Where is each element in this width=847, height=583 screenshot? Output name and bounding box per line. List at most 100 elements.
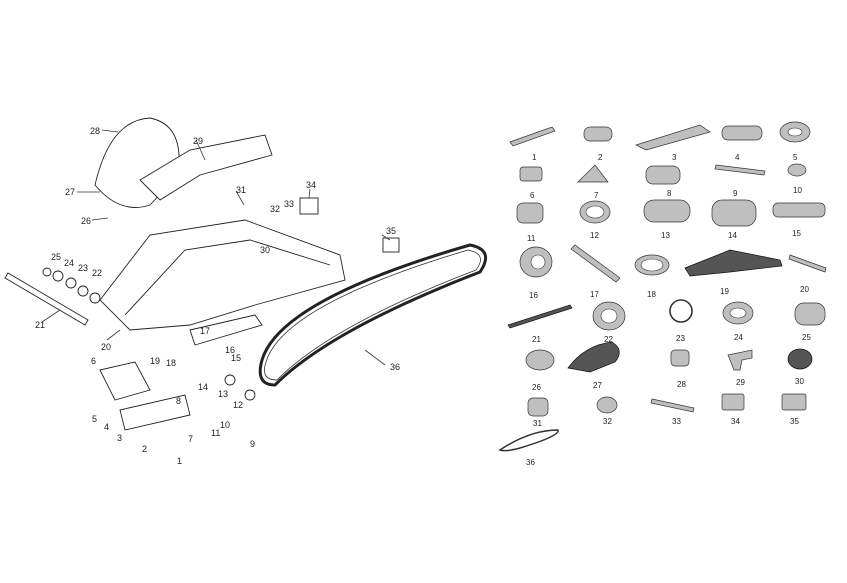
catalog-item-1: 1 bbox=[509, 126, 556, 162]
drive-chain-inner bbox=[264, 249, 481, 381]
svg-text:21: 21 bbox=[532, 335, 541, 344]
callout-32: 32 bbox=[270, 204, 280, 214]
callout-16: 16 bbox=[225, 345, 235, 355]
swingarm-inner bbox=[124, 239, 331, 316]
svg-text:6: 6 bbox=[530, 191, 535, 200]
callout-3: 3 bbox=[117, 433, 122, 443]
catalog-item-14: 14 bbox=[711, 199, 757, 240]
catalog-item-13: 13 bbox=[643, 199, 691, 240]
svg-text:8: 8 bbox=[667, 189, 672, 198]
callout-21: 21 bbox=[35, 320, 45, 330]
catalog-item-36: 36 bbox=[498, 429, 559, 467]
catalog-item-20: 20 bbox=[788, 254, 827, 294]
svg-text:12: 12 bbox=[590, 231, 599, 240]
catalog-item-5: 5 bbox=[779, 121, 811, 162]
catalog-item-18: 18 bbox=[634, 254, 670, 299]
callout-13: 13 bbox=[218, 389, 228, 399]
linkage-plate bbox=[99, 361, 151, 401]
callout-26: 26 bbox=[81, 216, 91, 226]
svg-text:10: 10 bbox=[793, 186, 802, 195]
callout-22: 22 bbox=[92, 268, 102, 278]
callout-28: 28 bbox=[90, 126, 100, 136]
svg-text:11: 11 bbox=[527, 234, 536, 243]
callout-19: 19 bbox=[150, 356, 160, 366]
svg-text:27: 27 bbox=[593, 381, 602, 390]
svg-text:17: 17 bbox=[590, 290, 599, 299]
callout-31: 31 bbox=[236, 185, 246, 195]
parts-catalog: 1 2 3 4 5 6 7 8 9 10 11 12 13 14 15 16 1… bbox=[498, 121, 827, 467]
svg-text:7: 7 bbox=[594, 191, 599, 200]
catalog-item-3: 3 bbox=[635, 124, 711, 162]
svg-text:22: 22 bbox=[604, 335, 613, 344]
catalog-item-4: 4 bbox=[721, 125, 763, 162]
chain-adjuster-left bbox=[299, 197, 319, 215]
chain-slider bbox=[189, 314, 263, 346]
svg-text:14: 14 bbox=[728, 231, 737, 240]
callout-27: 27 bbox=[65, 187, 75, 197]
svg-text:4: 4 bbox=[735, 153, 740, 162]
catalog-item-30: 30 bbox=[787, 348, 813, 386]
svg-text:35: 35 bbox=[790, 417, 799, 426]
callout-30: 30 bbox=[260, 245, 270, 255]
callout-35: 35 bbox=[386, 226, 396, 236]
exploded-view: 1 2 3 4 5 6 7 8 9 10 11 12 13 14 15 16 1… bbox=[4, 117, 488, 466]
callout-14: 14 bbox=[198, 382, 208, 392]
catalog-item-19: 19 bbox=[684, 249, 783, 296]
catalog-item-27: 27 bbox=[567, 341, 620, 390]
callout-29: 29 bbox=[193, 136, 203, 146]
svg-text:19: 19 bbox=[720, 287, 729, 296]
catalog-item-25: 25 bbox=[794, 302, 826, 342]
svg-text:30: 30 bbox=[795, 377, 804, 386]
callout-8: 8 bbox=[176, 396, 181, 406]
chain-adjuster-right bbox=[382, 237, 400, 253]
catalog-item-33: 33 bbox=[650, 398, 695, 426]
catalog-item-9: 9 bbox=[714, 164, 766, 198]
callout-6: 6 bbox=[91, 356, 96, 366]
callout-9: 9 bbox=[250, 439, 255, 449]
catalog-item-26: 26 bbox=[525, 349, 555, 392]
catalog-item-10: 10 bbox=[787, 163, 807, 195]
svg-text:24: 24 bbox=[734, 333, 743, 342]
callout-25: 25 bbox=[51, 252, 61, 262]
callout-34: 34 bbox=[306, 180, 316, 190]
callout-2: 2 bbox=[142, 444, 147, 454]
catalog-item-23: 23 bbox=[669, 299, 693, 343]
svg-text:25: 25 bbox=[802, 333, 811, 342]
svg-text:26: 26 bbox=[532, 383, 541, 392]
callout-20: 20 bbox=[101, 342, 111, 352]
callout-11: 11 bbox=[211, 428, 220, 438]
catalog-item-21: 21 bbox=[507, 304, 573, 344]
callout-33: 33 bbox=[284, 199, 294, 209]
svg-text:2: 2 bbox=[598, 153, 603, 162]
svg-text:36: 36 bbox=[526, 458, 535, 467]
catalog-item-15: 15 bbox=[772, 202, 826, 238]
svg-text:9: 9 bbox=[733, 189, 738, 198]
callout-23: 23 bbox=[78, 263, 88, 273]
catalog-item-17: 17 bbox=[570, 244, 621, 299]
catalog-item-22: 22 bbox=[592, 301, 626, 344]
callout-7: 7 bbox=[188, 434, 193, 444]
svg-text:16: 16 bbox=[529, 291, 538, 300]
chain-cover bbox=[139, 134, 273, 201]
svg-text:28: 28 bbox=[677, 380, 686, 389]
svg-text:18: 18 bbox=[647, 290, 656, 299]
callout-24: 24 bbox=[64, 258, 74, 268]
drive-chain bbox=[258, 243, 488, 387]
svg-text:20: 20 bbox=[800, 285, 809, 294]
bushing bbox=[77, 285, 89, 297]
catalog-item-29: 29 bbox=[727, 349, 753, 387]
catalog-item-31: 31 bbox=[527, 397, 549, 428]
collar bbox=[244, 389, 256, 401]
callout-12: 12 bbox=[233, 400, 243, 410]
svg-text:33: 33 bbox=[672, 417, 681, 426]
catalog-item-8: 8 bbox=[645, 165, 681, 198]
callout-15: 15 bbox=[231, 353, 241, 363]
catalog-item-16: 16 bbox=[519, 246, 553, 300]
collar-2 bbox=[224, 374, 236, 386]
pivot-shaft bbox=[4, 272, 89, 326]
catalog-item-11: 11 bbox=[516, 202, 544, 243]
catalog-item-28: 28 bbox=[670, 349, 690, 389]
catalog-item-6: 6 bbox=[519, 166, 543, 200]
nut bbox=[89, 292, 101, 304]
